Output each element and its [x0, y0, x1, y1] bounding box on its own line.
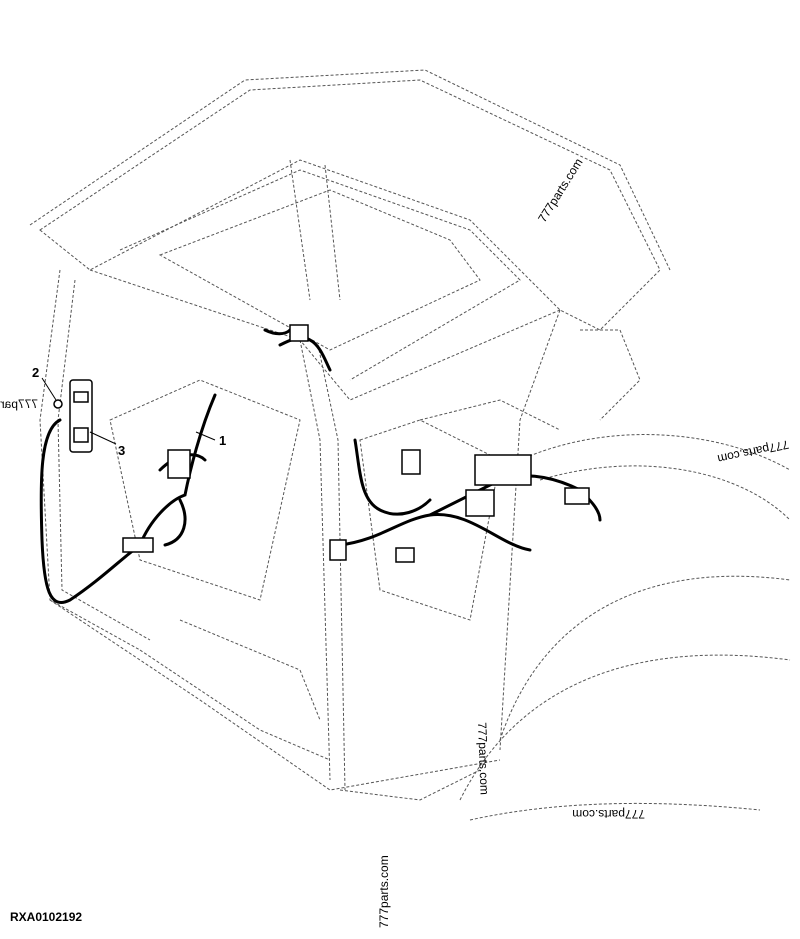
connector-left: [122, 537, 154, 553]
bracket-hole-bottom: [73, 427, 89, 443]
leader-3: [89, 431, 117, 445]
watermark-left: 777part: [0, 397, 38, 411]
connector-right: [564, 487, 590, 505]
callout-3: 3: [118, 443, 126, 458]
leader-lines: [41, 377, 216, 445]
connector-front: [329, 539, 347, 561]
callout-2: 2: [32, 365, 40, 380]
connector-upper: [401, 449, 421, 475]
leader-2: [41, 377, 57, 401]
bracket-hole-top: [73, 391, 89, 403]
callout-1: 1: [219, 433, 227, 448]
relay-block: [465, 489, 495, 517]
connector-roof: [289, 324, 309, 342]
connectors: [53, 324, 590, 563]
watermark-bottom: 777parts.com: [377, 855, 391, 928]
cab-outline-dashed: [29, 69, 791, 821]
leader-1: [195, 431, 216, 441]
connector-pillar: [167, 449, 191, 479]
watermark-center: 777parts.com: [475, 721, 492, 796]
screw: [53, 399, 63, 409]
fuse-block: [474, 454, 532, 486]
figure-id: RXA0102192: [10, 910, 83, 924]
watermark-bottom-right: 777parts.com: [572, 807, 645, 821]
connector-lower: [395, 547, 415, 563]
